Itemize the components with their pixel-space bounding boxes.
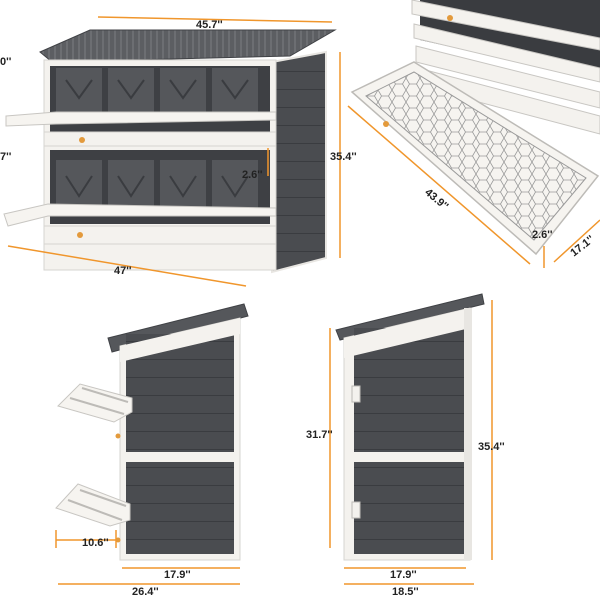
dim-line-tray-length (347, 105, 531, 265)
dim-line-bottom-width (7, 245, 247, 287)
front-middle-shelf (43, 131, 277, 147)
upper-perch (5, 111, 277, 127)
side-left-upper-perch (57, 383, 133, 423)
side-left-top-cut (120, 318, 240, 362)
front-side-panel (271, 50, 327, 274)
tray-knob-upper (79, 137, 85, 143)
side-right-back-rail (464, 308, 472, 560)
dim-front-left-top: 0'' (0, 56, 12, 68)
dim-line-top-width (97, 16, 333, 23)
front-view: 45.7'' 0'' 7'' 35.4'' 2.6'' 47'' (0, 16, 357, 287)
upper-nest-curtains (56, 68, 258, 114)
tray-stack-2 (413, 23, 600, 83)
front-bottom-tray (43, 225, 277, 245)
lower-nest-curtains (56, 160, 258, 210)
side-view-right: 31.7'' 35.4'' 17.9'' 18.5'' (306, 293, 505, 598)
dim-front-top-width: 45.7'' (196, 19, 223, 31)
dim-front-ledge: 2.6'' (242, 169, 263, 181)
dim-front-left-mid: 7'' (0, 151, 12, 163)
lower-perch (3, 203, 277, 227)
dim-front-height: 35.4'' (330, 151, 357, 163)
dim-side-left-body-width: 17.9'' (164, 569, 191, 581)
dim-front-bottom-width: 47'' (114, 265, 132, 277)
tray-stack-1 (411, 0, 600, 51)
dim-side-right-height: 35.4'' (478, 441, 505, 453)
dim-tray-ledge: 2.6'' (532, 229, 553, 241)
dim-side-left-perch-depth: 10.6'' (82, 537, 109, 549)
tray-stack-3 (415, 45, 600, 109)
tray-stack-knob (447, 15, 453, 21)
side-left-lower-panel (126, 462, 234, 554)
side-right-hinge-upper (351, 385, 361, 403)
dim-tray-length: 43.9'' (422, 186, 450, 213)
dim-tray-depth: 17.1'' (568, 233, 597, 259)
side-right-hinge-lower (351, 501, 361, 519)
side-right-top-cut (344, 308, 470, 358)
tray-view: 43.9'' 2.6'' 17.1'' (347, 0, 600, 268)
side-left-lower-perch (55, 483, 131, 527)
mesh-tray-net (365, 71, 587, 241)
side-view-left: 10.6'' 17.9'' 26.4'' (55, 303, 249, 598)
mesh-tray-knob (383, 121, 389, 127)
side-left-knob-upper (115, 433, 121, 439)
dim-side-right-inner-height: 31.7'' (306, 429, 333, 441)
front-roof (39, 29, 337, 63)
dim-line-tray-depth (553, 219, 600, 263)
dim-side-right-body-width: 17.9'' (390, 569, 417, 581)
tray-knob-lower (77, 232, 83, 238)
dim-side-right-total-width: 18.5'' (392, 586, 419, 598)
dim-side-left-total-width: 26.4'' (132, 586, 159, 598)
side-right-lower-panel (354, 462, 464, 554)
